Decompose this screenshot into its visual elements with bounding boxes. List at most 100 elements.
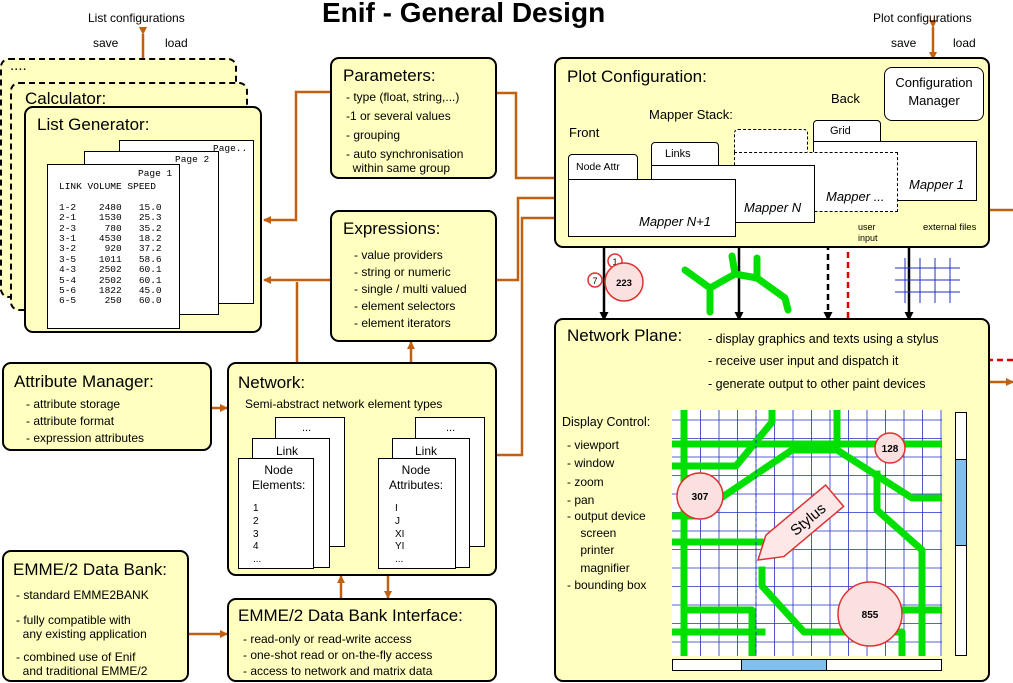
configuration-manager-label: Configuration Manager: [895, 75, 973, 108]
configuration-manager-box[interactable]: Configuration Manager: [884, 67, 984, 121]
parameters-box: Parameters: - type (float, string,...) -…: [330, 57, 497, 179]
floating-link-fragment: [681, 252, 792, 316]
parameters-item: within same group: [346, 161, 451, 175]
param-plot-arrow: [490, 89, 565, 182]
list-generator-box: List Generator: Page.. Page 2 Page 1 LIN…: [24, 106, 262, 333]
expressions-item: - value providers: [354, 248, 443, 262]
display-control-item[interactable]: - output device: [567, 509, 646, 523]
list-config-save[interactable]: save: [93, 36, 119, 50]
mapper-stack-label: Mapper Stack:: [649, 107, 733, 122]
network-plane-feature: - receive user input and dispatch it: [708, 354, 899, 368]
front-label: Front: [569, 125, 600, 140]
emme-data-bank-item: - standard EMME2BANK: [16, 588, 149, 602]
node-attr-tab-label: Node Attr: [576, 161, 620, 173]
calculator-title: Calculator:: [25, 89, 107, 108]
network-plane-feature: - generate output to other paint devices: [708, 377, 926, 391]
floating-decoration: 1 7 223: [587, 252, 960, 316]
mapper-n1-label: Mapper N+1: [639, 214, 711, 229]
node-elements-list: 1 2 3 4 ...: [253, 503, 262, 566]
parameters-item: - auto synchronisation: [346, 147, 464, 161]
page-2-label: Page 2: [175, 154, 210, 165]
floating-node-b-label: 7: [592, 276, 597, 286]
list-generator-title: List Generator:: [37, 115, 150, 134]
display-control-item[interactable]: - viewport: [567, 438, 620, 452]
mapper-n-label: Mapper N: [744, 200, 802, 215]
network-plane-title: Network Plane:: [567, 326, 683, 345]
page-1-label: Page 1: [138, 168, 173, 179]
display-control-item[interactable]: - window: [567, 456, 615, 470]
node-307-label: 307: [692, 492, 709, 503]
vertical-scrollbar[interactable]: [955, 412, 967, 656]
horizontal-scrollbar[interactable]: [672, 659, 942, 671]
mapper-dots-label: Mapper ...: [826, 189, 885, 204]
expressions-item: - string or numeric: [354, 265, 451, 279]
back-label: Back: [831, 91, 860, 106]
attribute-manager-box: Attribute Manager: - attribute storage -…: [2, 362, 212, 451]
vertical-scroll-thumb[interactable]: [956, 459, 966, 546]
floating-node-c: 223: [604, 262, 644, 302]
stack-back-label: ....: [10, 57, 27, 74]
expressions-title: Expressions:: [343, 219, 441, 238]
node-128-label: 128: [882, 444, 899, 455]
network-title: Network:: [238, 373, 306, 392]
node-attributes-dots: ...: [446, 422, 456, 434]
network-links: [672, 410, 942, 656]
network-plane-box: Network Plane: - display graphics and te…: [554, 318, 990, 682]
network-plane-feature: - display graphics and texts using a sty…: [708, 332, 939, 346]
emme-interface-item: - read-only or read-write access: [243, 632, 412, 646]
node-855-label: 855: [862, 610, 879, 621]
node-attributes-list: I J XI YI ...: [395, 503, 405, 566]
user-input-label: user input: [858, 222, 878, 243]
display-control-item[interactable]: printer: [567, 543, 615, 557]
node-attr-tab[interactable]: Node Attr: [568, 154, 638, 180]
display-control-item[interactable]: magnifier: [567, 561, 630, 575]
expressions-item: - element selectors: [354, 299, 456, 313]
network-canvas[interactable]: 307 128 855 Stylus: [672, 410, 942, 656]
parameters-title: Parameters:: [343, 66, 436, 85]
external-files-label: external files: [923, 222, 977, 233]
horizontal-scroll-thumb[interactable]: [741, 660, 827, 670]
grid-tab[interactable]: Grid: [813, 120, 881, 142]
expressions-item: - single / multi valued: [354, 282, 467, 296]
mapper-dots-tab[interactable]: [734, 129, 808, 153]
floating-grid-fragment: [895, 258, 960, 303]
page-1: Page 1 LINK VOLUME SPEED 1-2 2480 15.0 2…: [47, 164, 180, 329]
page-3-label: Page..: [213, 143, 248, 154]
grid-tab-label: Grid: [830, 125, 851, 137]
list-config-label: List configurations: [88, 11, 185, 25]
plot-configuration-title: Plot Configuration:: [567, 67, 707, 86]
emme-interface-item: - one-shot read or on-the-fly access: [243, 648, 433, 662]
node-attributes-title: Node Attributes:: [389, 463, 444, 492]
links-tab-label: Links: [665, 148, 691, 160]
floating-node-a-label: 1: [612, 257, 617, 267]
attribute-manager-item: - expression attributes: [26, 431, 145, 445]
floating-node-b: 7: [587, 272, 603, 288]
plot-config-load[interactable]: load: [953, 36, 976, 50]
display-control-item[interactable]: - zoom: [567, 475, 604, 489]
parameters-item: - grouping: [346, 128, 401, 142]
node-attributes-card[interactable]: Node Attributes: I J XI YI ...: [378, 458, 456, 569]
floating-node-c-label: 223: [616, 278, 632, 289]
network-subtitle: Semi-abstract network element types: [245, 397, 443, 411]
emme-interface-title: EMME/2 Data Bank Interface:: [238, 606, 463, 625]
plot-config-save[interactable]: save: [891, 36, 917, 50]
emme-data-bank-item: and traditional EMME/2: [16, 664, 148, 678]
node-elements-card[interactable]: Node Elements: 1 2 3 4 ...: [238, 458, 314, 569]
network-box: Network: Semi-abstract network element t…: [227, 362, 497, 576]
param-to-list-arrow: [263, 90, 330, 224]
attribute-manager-item: - attribute storage: [26, 397, 121, 411]
emme-interface-item: - access to network and matrix data: [243, 664, 433, 678]
display-control-item[interactable]: - bounding box: [567, 578, 647, 592]
expressions-item: - element iterators: [354, 316, 451, 330]
display-control-item[interactable]: screen: [567, 526, 617, 540]
display-control-item[interactable]: - pan: [567, 493, 595, 507]
node-855: 855: [837, 581, 903, 647]
attribute-manager-title: Attribute Manager:: [14, 372, 154, 391]
links-tab[interactable]: Links: [651, 142, 719, 166]
node-elements-dots: ...: [302, 422, 312, 434]
mapper-n1-card[interactable]: Mapper N+1: [568, 179, 736, 237]
node-elements-link-label: Link: [276, 444, 299, 458]
emme-interface-box: EMME/2 Data Bank Interface: - read-only …: [227, 598, 497, 682]
list-config-load[interactable]: load: [165, 36, 188, 50]
plot-config-label: Plot configurations: [873, 11, 972, 25]
